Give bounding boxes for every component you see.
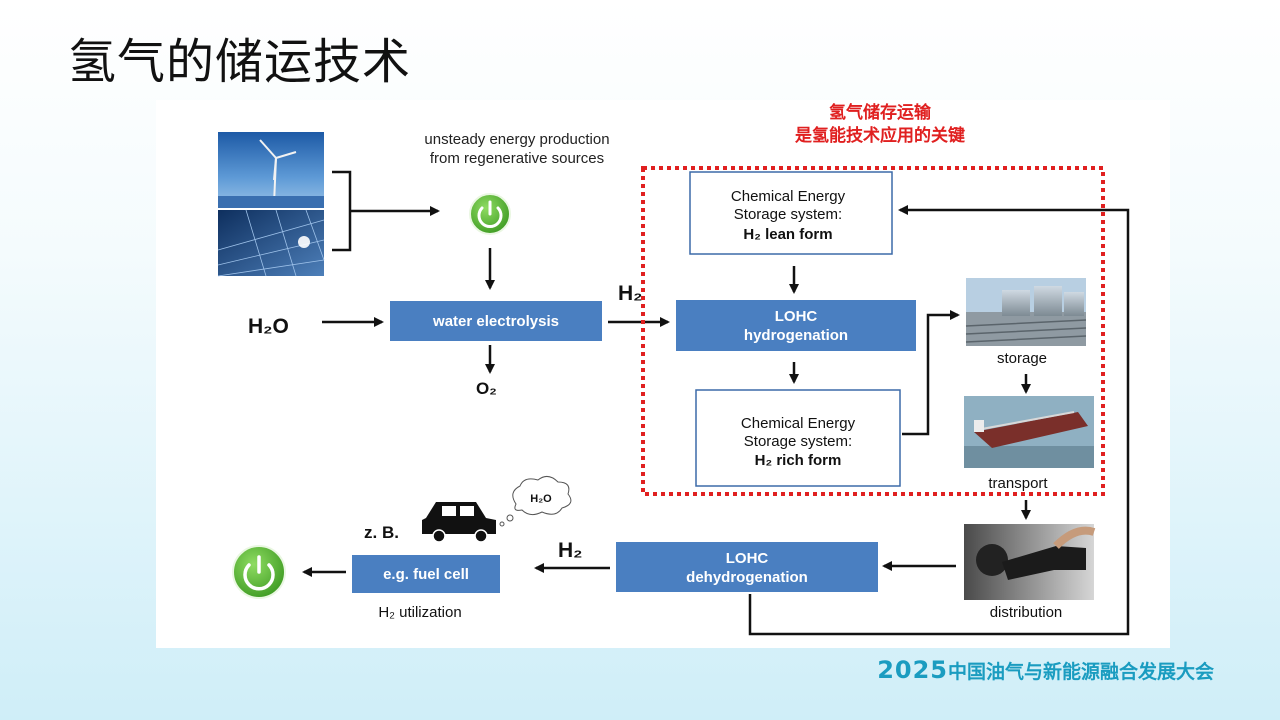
event-year: 2025 xyxy=(877,656,948,684)
ces-rich-line1: Chemical Energy xyxy=(741,415,856,432)
lohc-dehydrogenation-box xyxy=(616,542,878,592)
water-electrolysis-label: water electrolysis xyxy=(432,313,559,330)
ces-lean-line2: Storage system: xyxy=(734,206,842,223)
fuel-cell-box xyxy=(352,555,500,593)
ces-rich-line3: H₂ rich form xyxy=(755,452,842,469)
key-callout: 氢气储存运输 是氢能技术应用的关键 xyxy=(720,102,1040,148)
ces-rich-line2: Storage system: xyxy=(744,433,852,450)
lohc-diagram: unsteady energy production from regenera… xyxy=(217,131,1130,636)
wind-turbine-photo xyxy=(218,132,324,208)
h2-utilization-label: H₂ utilization xyxy=(378,604,461,621)
diagram-panel: unsteady energy production from regenera… xyxy=(156,100,1170,648)
event-name: 中国油气与新能源融合发展大会 xyxy=(947,661,1214,683)
fuel-cell-label: e.g. fuel cell xyxy=(383,566,469,583)
lohc-hydrogenation-line2: hydrogenation xyxy=(744,327,848,344)
power-icon xyxy=(469,193,511,235)
callout-line1: 氢气储存运输 xyxy=(829,103,931,123)
transport-label: transport xyxy=(988,475,1048,492)
power-icon xyxy=(232,545,286,599)
tank-farm-photo xyxy=(965,278,1087,346)
h2-arrow-label: H₂ xyxy=(618,282,643,305)
thought-cloud-icon xyxy=(499,476,572,527)
fuel-nozzle-photo xyxy=(964,524,1096,600)
event-banner: 2025中国油气与新能源融合发展大会 xyxy=(877,656,1214,684)
water-electrolysis-box xyxy=(390,301,602,341)
h2o-input-label: H₂O xyxy=(248,315,289,338)
lohc-dehydrogenation-line2: dehydrogenation xyxy=(686,569,808,586)
lohc-hydrogenation-box xyxy=(676,300,916,351)
h2-return-label: H₂ xyxy=(558,539,583,562)
car-icon xyxy=(422,502,496,543)
slide-title: 氢气的储运技术 xyxy=(68,34,412,90)
storage-label: storage xyxy=(997,350,1047,367)
distribution-label: distribution xyxy=(990,604,1063,621)
o2-output-label: O₂ xyxy=(476,379,497,398)
storage-transport-highlight xyxy=(641,166,1105,496)
cloud-h2o-label: H₂O xyxy=(530,493,552,505)
tanker-ship-photo xyxy=(964,396,1094,468)
source-caption-1: unsteady energy production xyxy=(424,131,609,148)
zb-label: z. B. xyxy=(364,523,399,542)
solar-panel-photo xyxy=(217,209,325,277)
lohc-hydrogenation-line1: LOHC xyxy=(775,308,818,325)
ces-lean-line3: H₂ lean form xyxy=(743,226,832,243)
ces-lean-box xyxy=(689,171,893,255)
ces-rich-box xyxy=(695,389,901,487)
callout-line2: 是氢能技术应用的关键 xyxy=(795,126,965,146)
source-caption-2: from regenerative sources xyxy=(430,150,604,167)
ces-lean-line1: Chemical Energy xyxy=(731,188,846,205)
lohc-dehydrogenation-line1: LOHC xyxy=(726,550,769,567)
